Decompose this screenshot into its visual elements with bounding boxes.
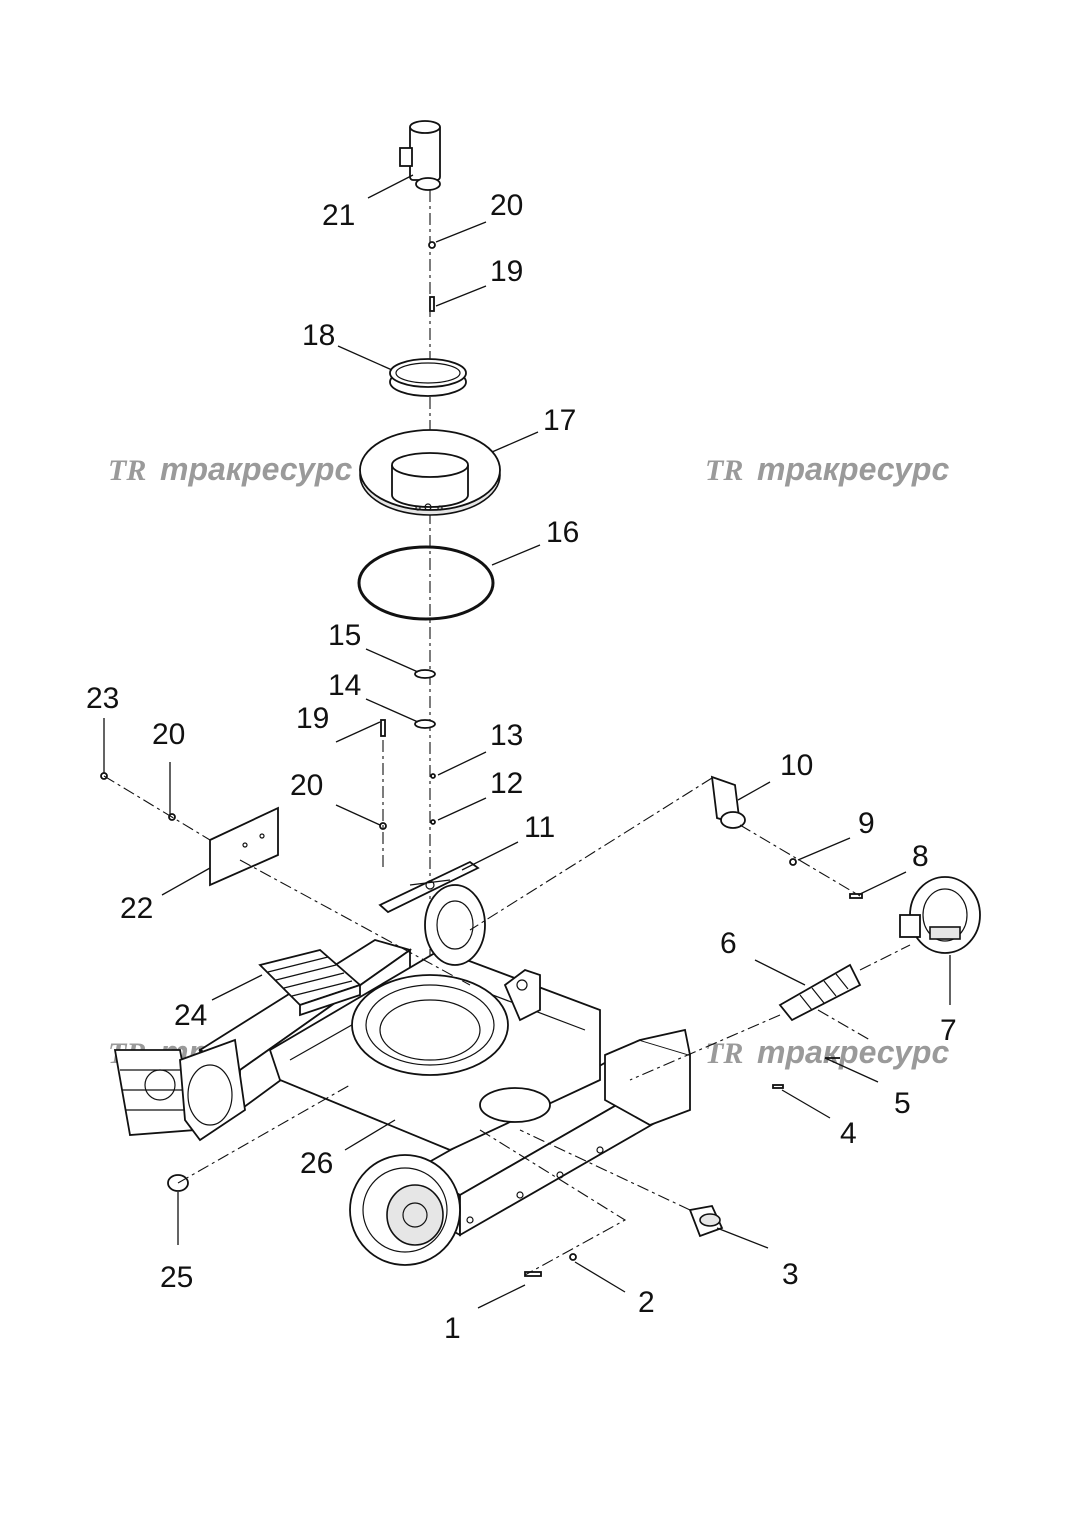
- callout-11: 11: [524, 811, 555, 844]
- watermark-top-right: TR тракресурс: [705, 451, 949, 487]
- callout-15: 15: [328, 619, 361, 652]
- part-1-bolt: [524, 1271, 542, 1277]
- track-frame: [113, 884, 691, 1266]
- axis-line-1: [479, 1129, 627, 1276]
- callout-13: 13: [490, 719, 523, 752]
- callout-9: 9: [858, 807, 875, 840]
- part-11-bracket-plate: [378, 860, 480, 914]
- callout-7: 7: [940, 1014, 957, 1047]
- callout-20: 20: [490, 189, 523, 222]
- part-9-washer: [789, 858, 797, 866]
- part-14-seal: [414, 719, 436, 729]
- part-8-bolt: [849, 893, 863, 899]
- axis-line-6b: [629, 1014, 781, 1081]
- callout-20-mid: 20: [290, 769, 323, 802]
- callout-17: 17: [543, 404, 576, 437]
- callout-18: 18: [302, 319, 335, 352]
- callout-10: 10: [780, 749, 813, 782]
- callout-19-left: 19: [296, 702, 329, 735]
- part-12-pin: [430, 819, 436, 825]
- watermark-text: тракресурс: [757, 451, 949, 487]
- part-16-o-ring: [357, 545, 495, 621]
- callout-4: 4: [840, 1117, 857, 1150]
- callout-25: 25: [160, 1261, 193, 1294]
- callout-21: 21: [322, 199, 355, 232]
- part-20-washer: [428, 241, 436, 249]
- part-2-washer: [569, 1253, 577, 1261]
- part-22-cover-plate: [209, 806, 279, 887]
- part-6-recoil-spring: [778, 963, 862, 1022]
- track-shoes: [258, 949, 362, 1017]
- watermark-text: тракресурс: [160, 451, 352, 487]
- callout-24: 24: [174, 999, 207, 1032]
- axis-line-5: [817, 1009, 871, 1041]
- part-7-idler: [899, 876, 981, 954]
- axis-line-10: [469, 777, 713, 931]
- watermark-logo-icon: TR: [705, 454, 743, 487]
- part-10-pin: [710, 775, 746, 829]
- watermark-top-left: TR тракресурс: [108, 451, 352, 487]
- part-21-swivel-joint: [399, 120, 441, 191]
- part-4-bolt: [772, 1084, 784, 1089]
- callout-16: 16: [546, 516, 579, 549]
- watermark-mid-right: TR тракресурс: [705, 1034, 949, 1070]
- part-13-pin: [430, 773, 436, 779]
- part-15-seal: [414, 669, 436, 679]
- axis-line-3: [519, 1129, 691, 1211]
- watermark-text: тракресурс: [757, 1034, 949, 1070]
- callout-14: 14: [328, 669, 361, 702]
- callout-22: 22: [120, 892, 153, 925]
- callout-1: 1: [444, 1312, 461, 1345]
- part-18-ring: [389, 358, 467, 397]
- callout-23: 23: [86, 682, 119, 715]
- axis-line-6: [859, 944, 911, 971]
- axis-line-25: [177, 1084, 351, 1184]
- part-3-grease-fitting: [688, 1204, 724, 1238]
- callout-3: 3: [782, 1258, 799, 1291]
- callout-19: 19: [490, 255, 523, 288]
- watermark-logo-icon: TR: [705, 1037, 743, 1070]
- axis-line-22b: [239, 859, 471, 986]
- callout-8: 8: [912, 840, 929, 873]
- part-17-cover-plate: [359, 429, 501, 516]
- callout-2: 2: [638, 1286, 655, 1319]
- callout-labels: 21 20 19 18 17 16 15 14 13 12 11 10 9 8 …: [86, 189, 957, 1345]
- axis-line-22: [103, 775, 211, 841]
- part-19-bolt-left: [380, 719, 386, 737]
- leader-lines: [103, 174, 951, 1309]
- axis-line-8: [739, 824, 861, 897]
- callout-6: 6: [720, 927, 737, 960]
- callout-26: 26: [300, 1147, 333, 1180]
- callout-5: 5: [894, 1087, 911, 1120]
- callout-20-left: 20: [152, 718, 185, 751]
- callout-12: 12: [490, 767, 523, 800]
- part-19-bolt: [429, 296, 435, 312]
- watermark-logo-icon: TR: [108, 454, 146, 487]
